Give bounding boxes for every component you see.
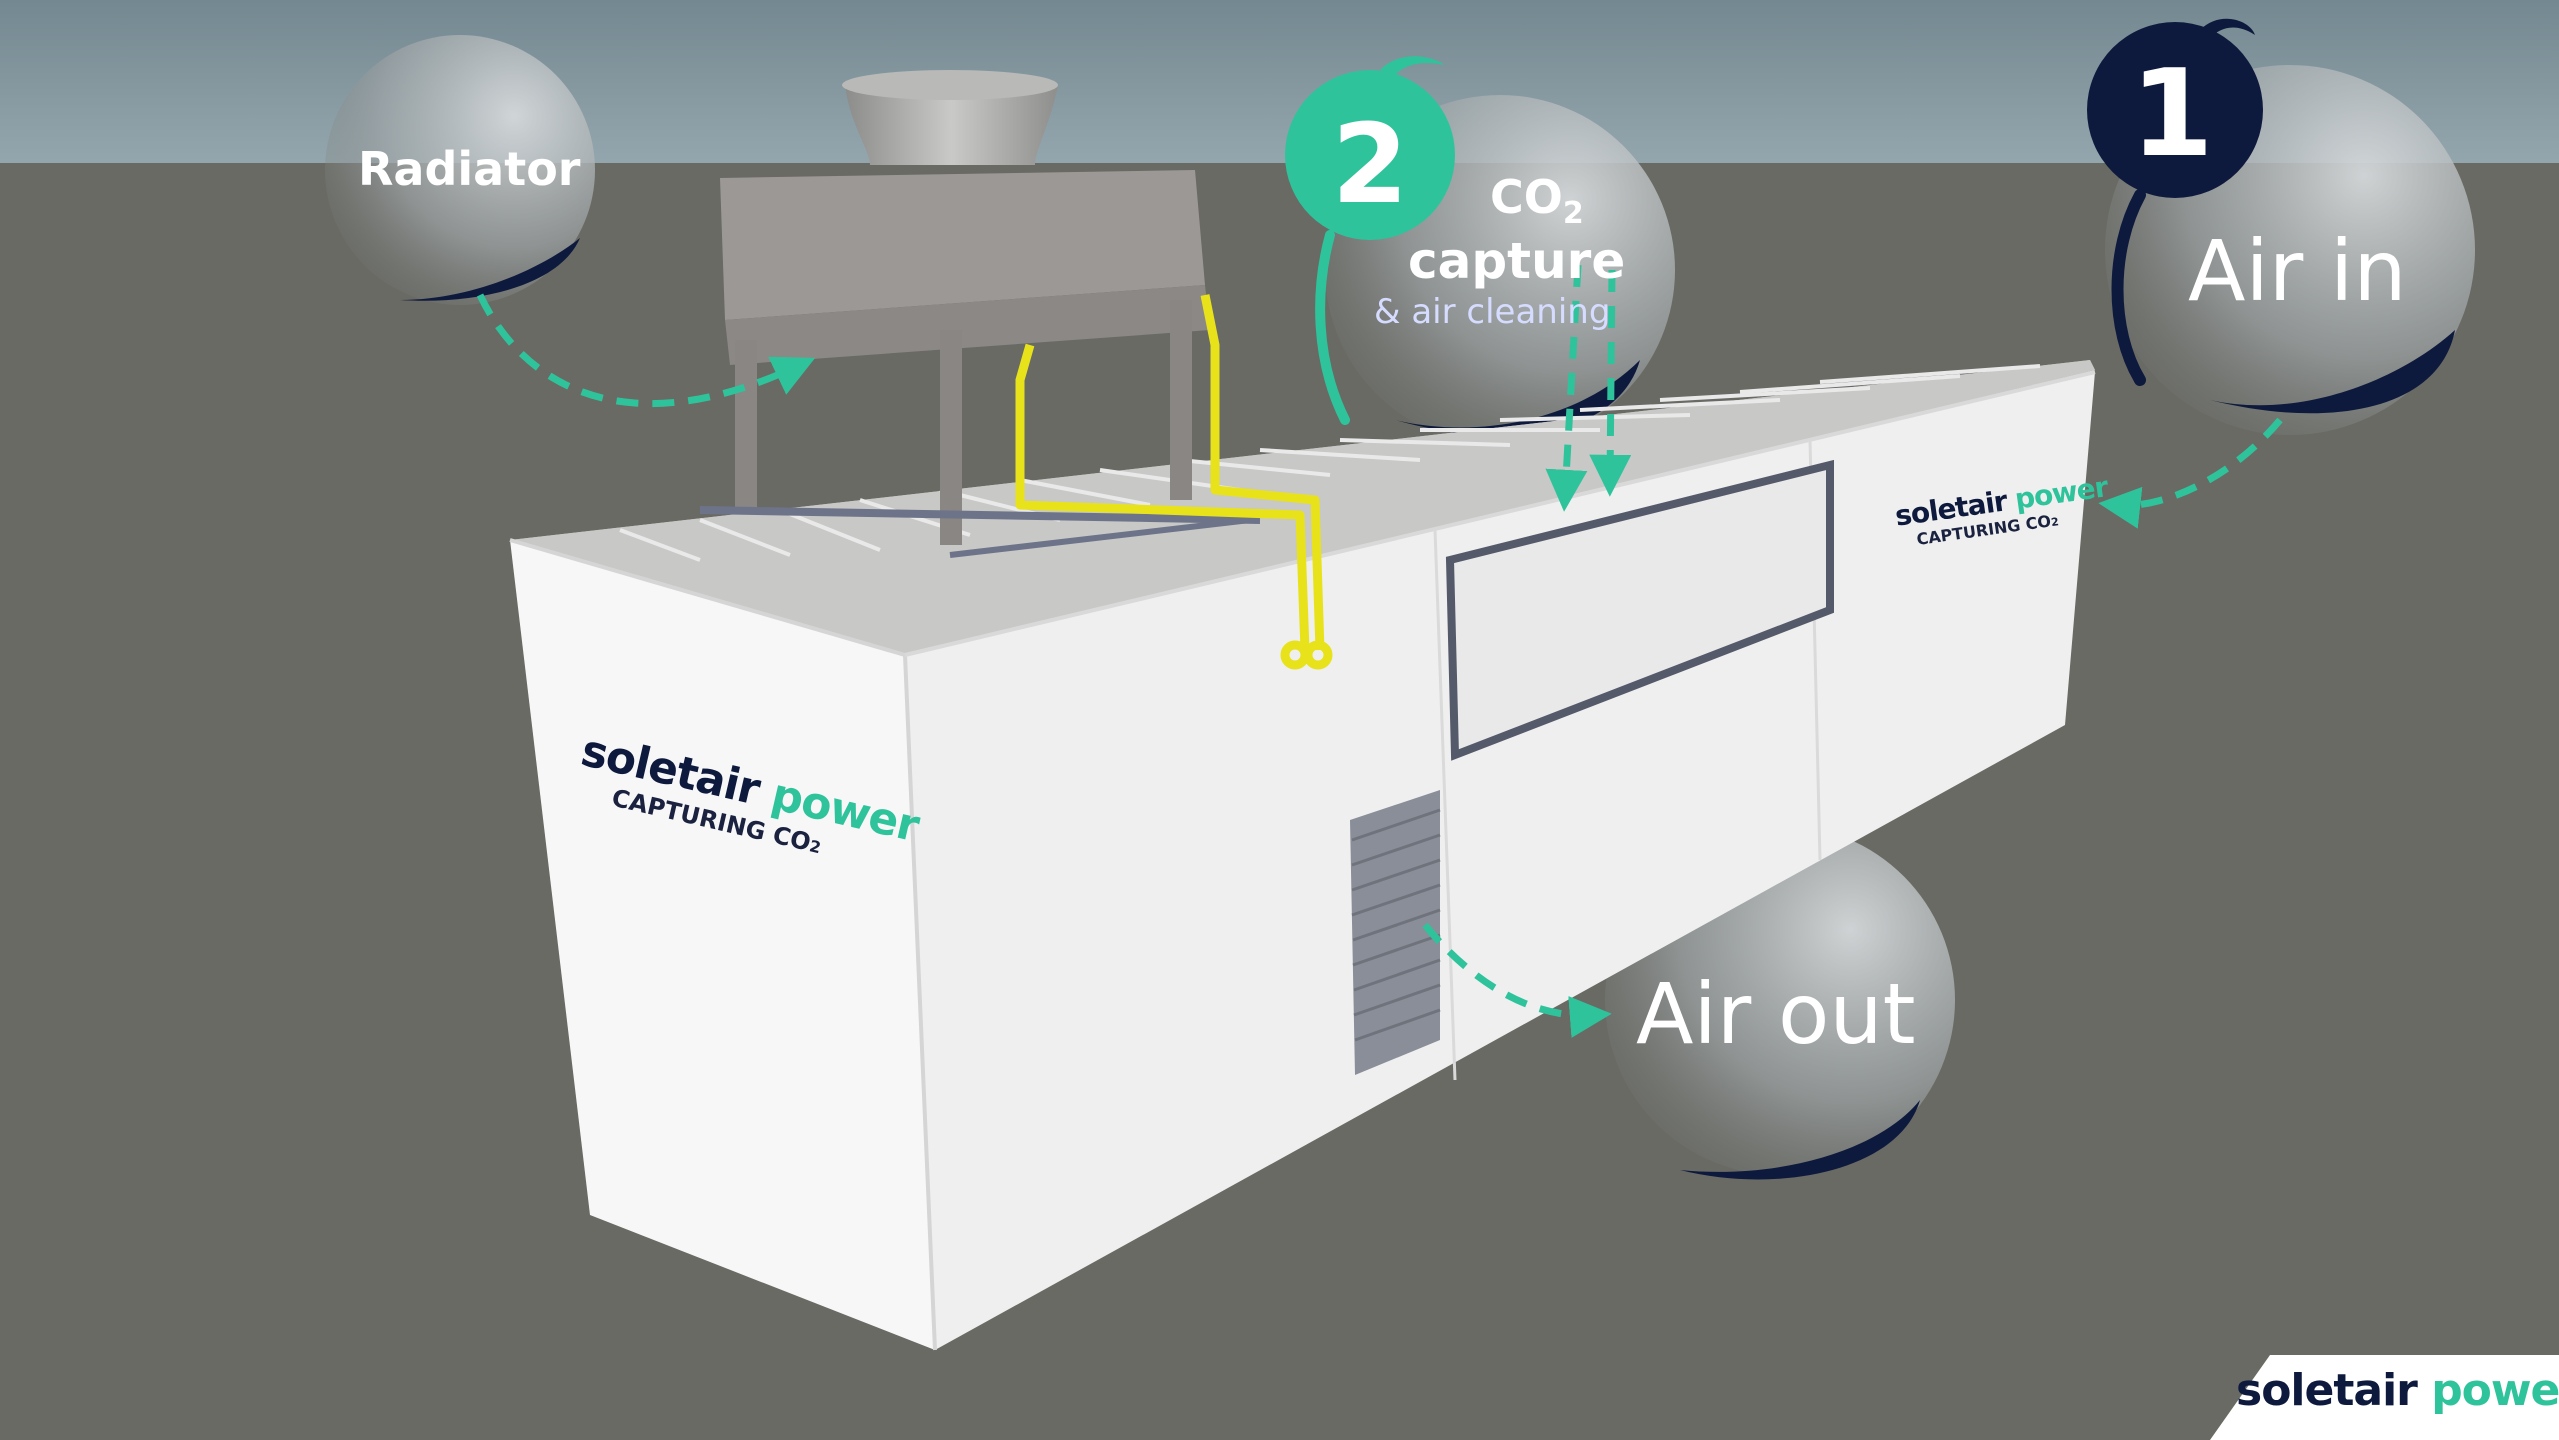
air-out-label: Air out bbox=[1636, 965, 1916, 1063]
capture-label: capture bbox=[1408, 232, 1626, 290]
corner-logo-word-a: soletair bbox=[2236, 1365, 2418, 1416]
logo-tagline-sub-2: 2 bbox=[2050, 515, 2060, 530]
step-1-number: 1 bbox=[2130, 45, 2214, 184]
step-2-number: 2 bbox=[1331, 100, 1409, 228]
radiator-unit bbox=[699, 70, 1261, 558]
co2-label: CO2 bbox=[1490, 170, 1584, 231]
radiator-label: Radiator bbox=[358, 142, 581, 196]
air-cleaning-label: & air cleaning bbox=[1374, 292, 1611, 332]
dashed-arrow-icon bbox=[476, 264, 2283, 1038]
logo-panel bbox=[2210, 1355, 2559, 1440]
logo-tagline-sub: 2 bbox=[807, 836, 823, 858]
radiator-bubble bbox=[325, 35, 595, 305]
step-1-bubble-icon bbox=[2087, 18, 2263, 386]
air-in-label: Air in bbox=[2188, 222, 2407, 320]
corner-logo-word-b: power bbox=[2431, 1365, 2559, 1416]
co2-main: CO bbox=[1490, 170, 1563, 224]
container bbox=[509, 360, 2096, 1351]
pipe bbox=[1015, 294, 1333, 670]
step-2-bubble-icon bbox=[1285, 56, 1455, 425]
co2-sub: 2 bbox=[1562, 196, 1584, 231]
corner-logo: soletair power bbox=[2236, 1365, 2559, 1416]
